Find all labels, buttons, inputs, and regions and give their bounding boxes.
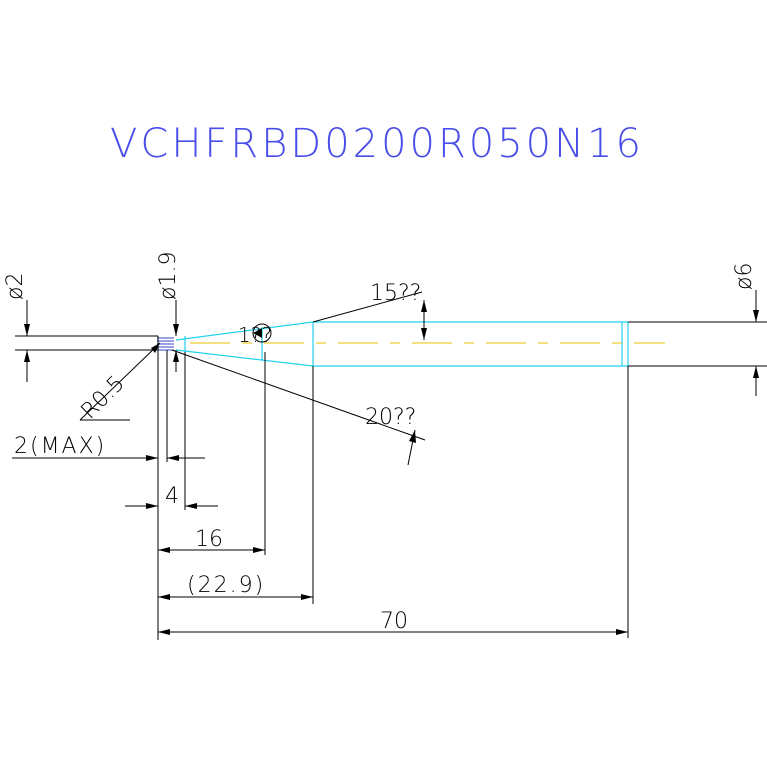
- arrowheads: [24, 300, 759, 635]
- part-number-title: VCHFRBD0200R050N16: [110, 121, 644, 167]
- dim-diameter-1-9: ø1.9: [156, 252, 181, 300]
- dim-diameter-6: ø6: [732, 263, 757, 290]
- dim-angle-1: 1??: [238, 323, 272, 347]
- dim-length-16: 16: [195, 527, 223, 552]
- dim-length-4: 4: [165, 484, 179, 509]
- dim-angle-15: 15??: [370, 281, 421, 306]
- tip-hatch: [157, 337, 174, 351]
- dim-angle-20: 20??: [365, 405, 416, 430]
- dim-max-length: 2(MAX): [14, 434, 106, 459]
- tool-body: [175, 321, 629, 367]
- dim-length-70: 70: [380, 609, 408, 634]
- dimension-lines: [12, 290, 767, 640]
- dim-diameter-2: ø2: [3, 273, 28, 300]
- dim-length-22-9: (22.9): [187, 573, 265, 598]
